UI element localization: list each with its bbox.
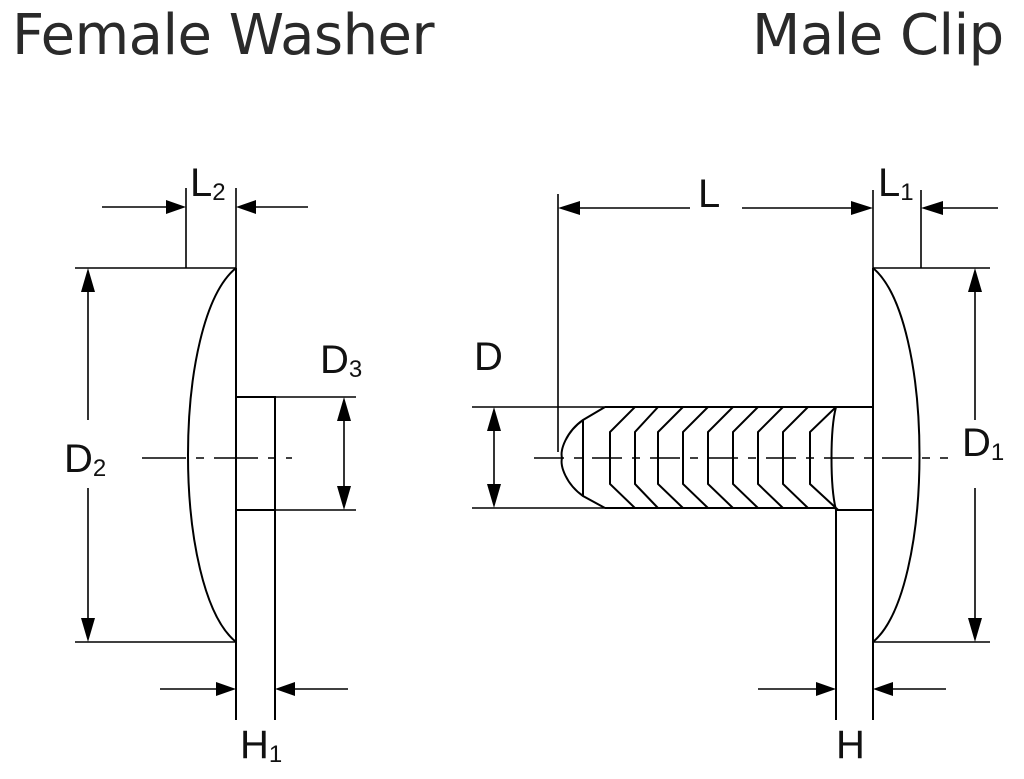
dim-D2-label: D2 bbox=[64, 437, 106, 482]
dim-D1-main: D bbox=[962, 421, 991, 465]
male-clip-title: Male Clip bbox=[752, 3, 1004, 68]
dim-L2-label: L2 bbox=[190, 161, 226, 206]
dim-D2-main: D bbox=[64, 437, 93, 481]
dim-L-main: L bbox=[698, 172, 720, 216]
dim-D3-label: D3 bbox=[320, 338, 362, 383]
dim-L1-sub: 1 bbox=[900, 179, 913, 206]
dim-H-arrow-right bbox=[873, 682, 893, 696]
dim-H1: H1 bbox=[160, 682, 348, 768]
dim-D: D bbox=[472, 335, 605, 509]
dim-L2-sub: 2 bbox=[212, 179, 225, 206]
dim-H1-arrow-left bbox=[216, 682, 236, 696]
dim-L1: L1 bbox=[878, 161, 998, 268]
dim-H-main: H bbox=[836, 723, 865, 767]
dim-L-label: L bbox=[698, 172, 720, 216]
dim-D-main: D bbox=[474, 335, 503, 379]
dim-D2: D2 bbox=[64, 267, 236, 643]
dim-D1-arrow-top bbox=[968, 268, 982, 292]
dim-D3: D3 bbox=[275, 338, 362, 511]
dim-L1-main: L bbox=[878, 161, 900, 205]
dim-L-arrow-left bbox=[558, 201, 580, 215]
dim-L1-arrow bbox=[921, 201, 943, 215]
dim-L1-label: L1 bbox=[878, 161, 914, 206]
dim-H-label: H bbox=[836, 723, 865, 767]
washer-boss bbox=[236, 396, 276, 511]
dim-H1-sub: 1 bbox=[269, 741, 282, 768]
dim-H1-label: H1 bbox=[240, 723, 282, 768]
dim-D-arrow-top bbox=[487, 407, 501, 431]
dim-L: L bbox=[557, 172, 874, 452]
female-washer-title: Female Washer bbox=[12, 3, 435, 68]
dim-D3-main: D bbox=[320, 338, 349, 382]
dim-D-arrow-bottom bbox=[487, 484, 501, 508]
dim-H1-arrow-right bbox=[275, 682, 295, 696]
female-washer-drawing bbox=[142, 267, 292, 720]
dim-D1-arrow-bottom bbox=[968, 618, 982, 642]
male-clip-drawing bbox=[534, 267, 948, 720]
dim-D3-sub: 3 bbox=[349, 356, 362, 383]
dim-L-arrow-right bbox=[851, 201, 873, 215]
washer-head-dome bbox=[187, 267, 237, 643]
dim-D2-arrow-top bbox=[81, 268, 95, 292]
clip-head-dome bbox=[872, 267, 921, 643]
dim-D1: D1 bbox=[873, 267, 1004, 643]
dim-L2-main: L bbox=[190, 161, 212, 205]
dim-D1-label: D1 bbox=[962, 421, 1004, 466]
dim-H: H bbox=[758, 682, 946, 767]
dim-D3-arrow-top bbox=[337, 397, 351, 421]
dim-L2-arrow-right bbox=[236, 200, 256, 214]
dim-D2-sub: 2 bbox=[93, 455, 106, 482]
dim-D2-arrow-bottom bbox=[81, 618, 95, 642]
dim-D1-sub: 1 bbox=[991, 439, 1004, 466]
dim-H-arrow-left bbox=[816, 682, 836, 696]
dim-D-label: D bbox=[474, 335, 503, 379]
dim-D3-arrow-bottom bbox=[337, 486, 351, 510]
dim-L2: L2 bbox=[102, 161, 308, 268]
dim-L2-arrow-left bbox=[166, 200, 186, 214]
dim-H1-main: H bbox=[240, 723, 269, 767]
